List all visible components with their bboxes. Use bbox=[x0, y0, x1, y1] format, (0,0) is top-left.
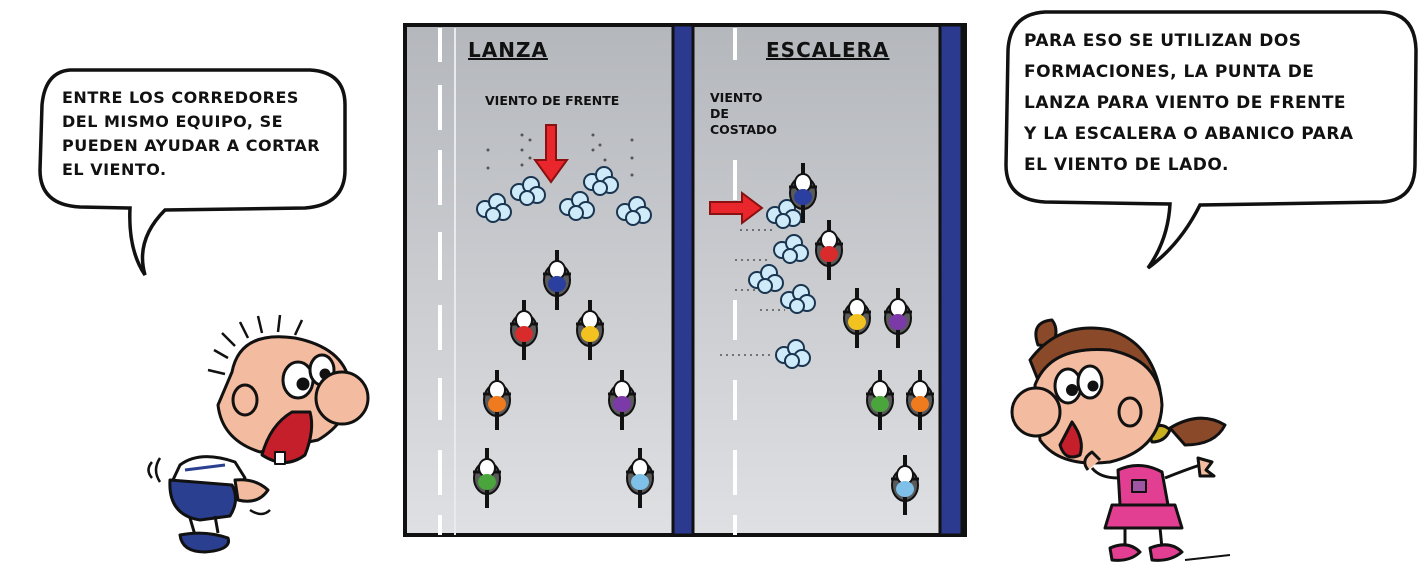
escalera-wind-label: VIENTO DE COSTADO bbox=[710, 90, 778, 137]
lanza-title: LANZA bbox=[468, 38, 548, 62]
lanza-wind bbox=[476, 124, 652, 226]
road-panels bbox=[403, 23, 967, 537]
left-bubble-text: Entre los corredores del mismo equipo, s… bbox=[62, 88, 321, 179]
speech-bubble-left bbox=[38, 68, 347, 276]
girl-character bbox=[1010, 318, 1231, 562]
right-bubble-text: Para eso se utilizan dos formaciones, la… bbox=[1024, 31, 1354, 175]
lanza-wind-label: VIENTO DE FRENTE bbox=[485, 93, 620, 108]
lanza-riders bbox=[471, 248, 656, 510]
escalera-title: ESCALERA bbox=[766, 38, 890, 62]
escalera-riders bbox=[787, 161, 936, 517]
speech-bubble-right bbox=[1004, 10, 1418, 270]
boy-character bbox=[147, 314, 370, 554]
escalera-wind bbox=[709, 191, 816, 369]
